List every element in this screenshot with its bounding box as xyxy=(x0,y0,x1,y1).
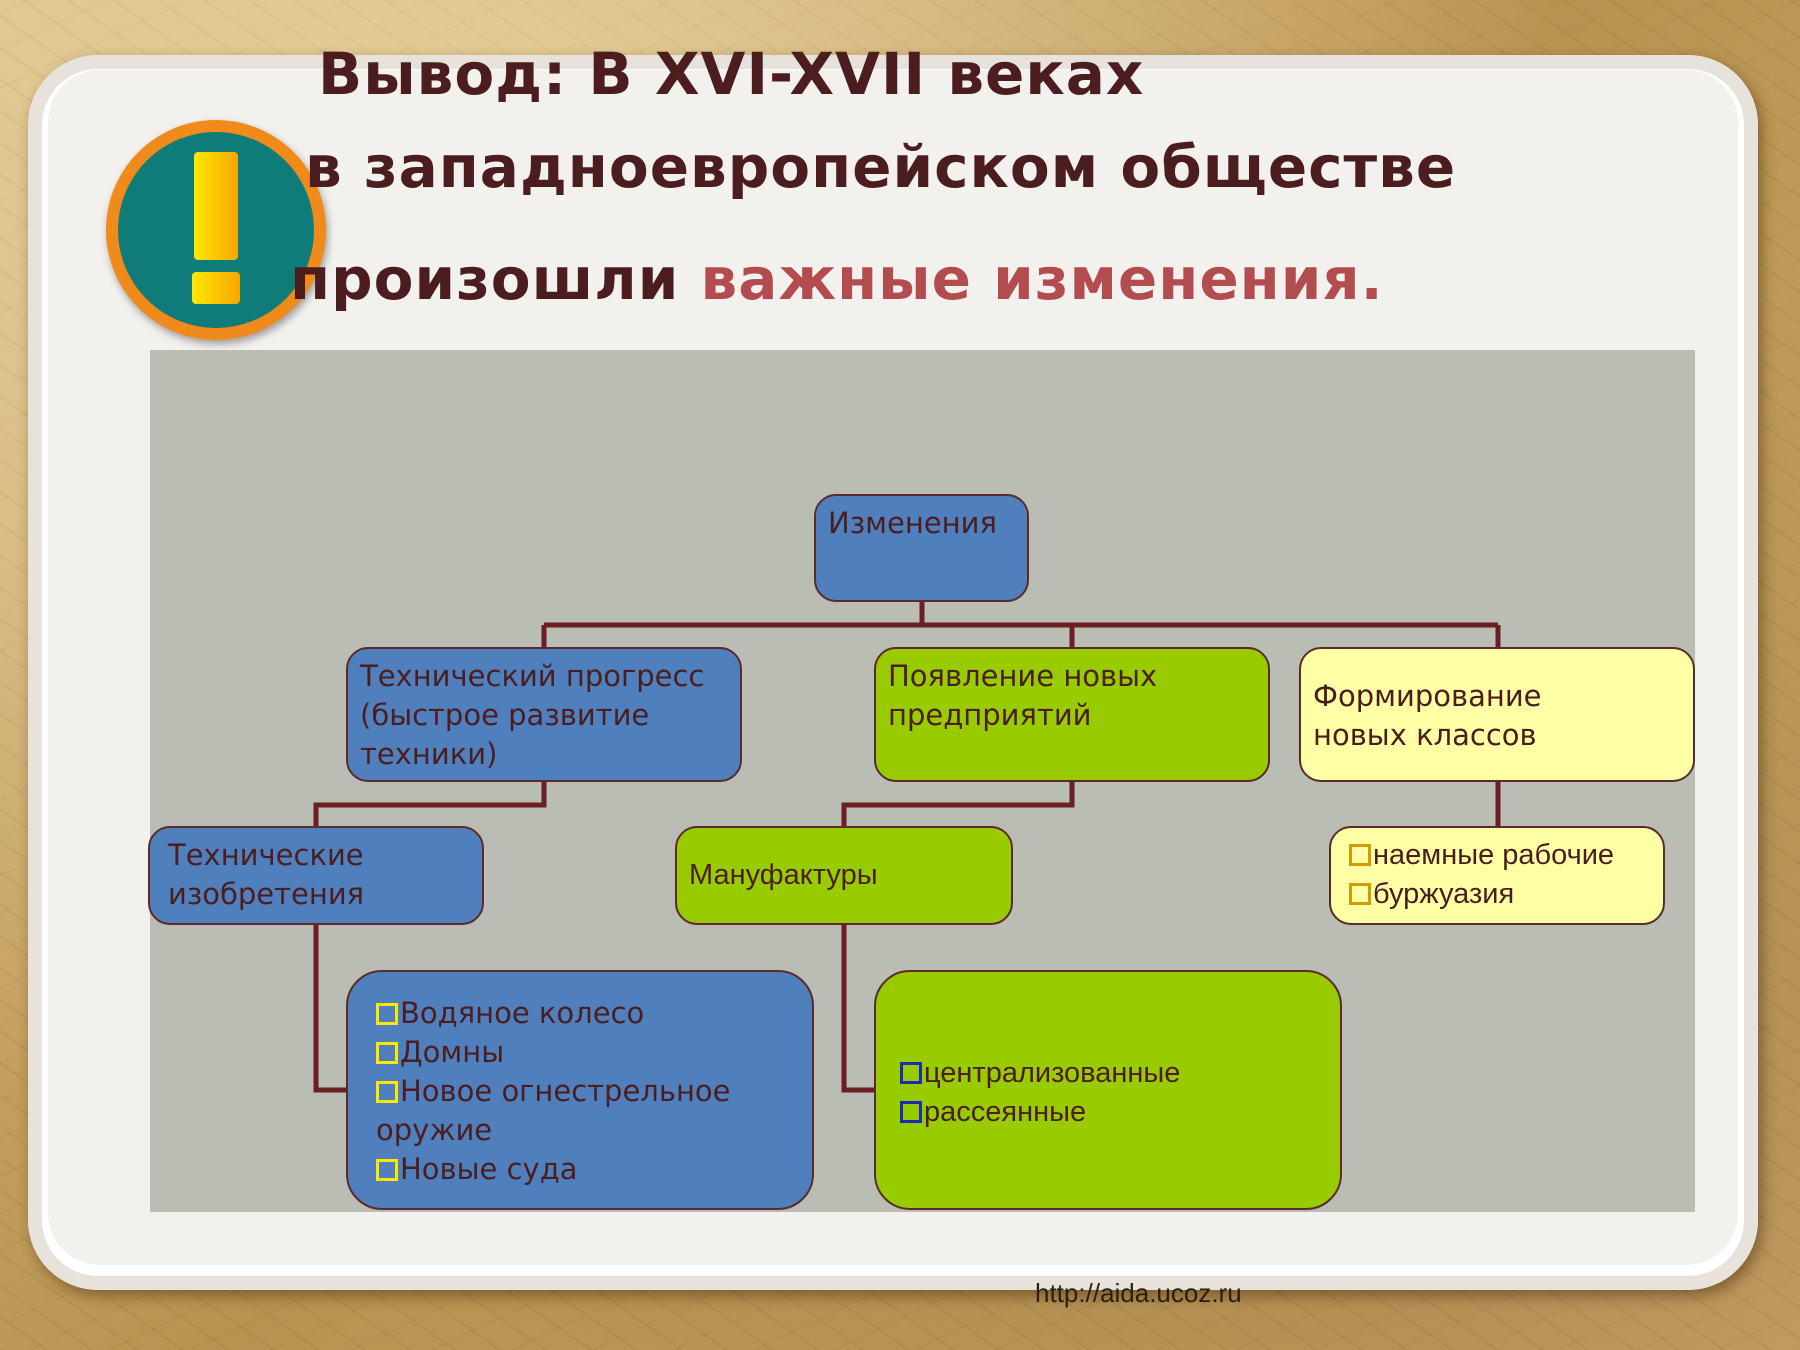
node-inventions-list: Водяное колесо Домны Новое огнестрельное… xyxy=(346,970,814,1210)
list-item-text: Водяное колесо xyxy=(400,996,645,1030)
new-enterprises-line-2: предприятий xyxy=(888,698,1092,732)
footer-url: http://aida.ucoz.ru xyxy=(1035,1278,1242,1308)
node-classes-list: наемные рабочие буржуазия xyxy=(1329,826,1665,925)
checkbox-bullet-icon xyxy=(376,1003,398,1025)
connector-inventions-to-list xyxy=(313,925,348,1093)
list-item: Водяное колесо xyxy=(376,994,784,1033)
connector-enterprises-to-manufactures xyxy=(841,782,1075,826)
list-item-text: централизованные xyxy=(924,1057,1181,1089)
node-tech-progress: Технический прогресс (быстрое развитие т… xyxy=(346,647,742,782)
checkbox-bullet-icon xyxy=(900,1062,922,1084)
list-item-text: наемные рабочие xyxy=(1373,839,1615,871)
node-manufacture-types: централизованные рассеянные xyxy=(874,970,1342,1210)
checkbox-bullet-icon xyxy=(1349,883,1371,905)
list-item-text: Новые суда xyxy=(400,1152,578,1186)
list-item: Новое огнестрельное xyxy=(376,1072,784,1111)
tech-inventions-line-1: Технические xyxy=(168,838,364,872)
tech-progress-line-1: Технический прогресс xyxy=(360,659,705,693)
list-item: Домны xyxy=(376,1033,784,1072)
list-item-continuation: оружие xyxy=(376,1113,493,1147)
checkbox-bullet-icon xyxy=(376,1081,398,1103)
checkbox-bullet-icon xyxy=(376,1159,398,1181)
title-line-2: в западноевропейском обществе xyxy=(305,133,1457,201)
node-manufactures: Мануфактуры xyxy=(675,826,1013,925)
node-root-label: Изменения xyxy=(828,506,997,540)
node-new-classes: Формирование новых классов xyxy=(1299,647,1695,782)
title-line-1: Вывод: В XVI-XVII веках xyxy=(318,40,1145,108)
list-item: централизованные xyxy=(900,1054,1316,1093)
title-accent: важные изменения. xyxy=(700,245,1384,313)
title-line-3-prefix: произошли xyxy=(290,245,701,313)
node-new-enterprises: Появление новых предприятий xyxy=(874,647,1270,782)
list-item-text: Новое огнестрельное xyxy=(400,1074,731,1108)
list-item: буржуазия xyxy=(1349,875,1651,914)
new-classes-line-1: Формирование xyxy=(1313,679,1542,713)
tech-progress-line-3: техники) xyxy=(360,737,498,771)
manufactures-label: Мануфактуры xyxy=(689,859,878,891)
connector-manufactures-to-types xyxy=(841,925,876,1093)
checkbox-bullet-icon xyxy=(900,1101,922,1123)
list-item: Новые суда xyxy=(376,1150,784,1189)
exclamation-bar xyxy=(194,152,238,260)
checkbox-bullet-icon xyxy=(376,1042,398,1064)
list-item-text: Домны xyxy=(400,1035,505,1069)
connector-tech-to-inventions xyxy=(313,782,547,826)
tech-inventions-line-2: изобретения xyxy=(168,877,365,911)
list-item: наемные рабочие xyxy=(1349,836,1651,875)
new-enterprises-line-1: Появление новых xyxy=(888,659,1158,693)
tech-progress-line-2: (быстрое развитие xyxy=(360,698,650,732)
list-item: рассеянные xyxy=(900,1093,1316,1132)
node-tech-inventions: Технические изобретения xyxy=(148,826,484,925)
list-item-text: буржуазия xyxy=(1373,878,1515,910)
list-item-text: рассеянные xyxy=(924,1096,1087,1128)
title-line-3: произошли важные изменения. xyxy=(290,245,1384,313)
checkbox-bullet-icon xyxy=(1349,844,1371,866)
node-root: Изменения xyxy=(814,494,1029,602)
exclamation-dot xyxy=(192,272,240,304)
new-classes-line-2: новых классов xyxy=(1313,718,1537,752)
